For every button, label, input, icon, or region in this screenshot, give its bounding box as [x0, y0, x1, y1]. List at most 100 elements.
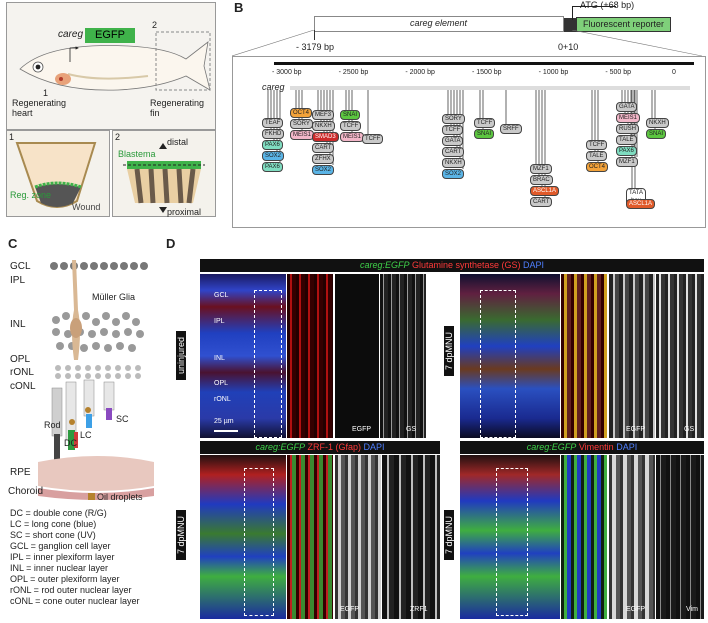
uninjured-merge	[200, 274, 286, 438]
tf-site: TCFF	[586, 140, 608, 150]
tf-site: NKXH	[442, 158, 465, 168]
legend-entry: SC = short cone (UV)	[10, 530, 96, 540]
zoom-lines	[232, 30, 703, 57]
tf-site: ASCL1A	[626, 199, 656, 209]
tf-site: CART	[442, 147, 465, 157]
title-bar-vim: careg:EGFP Vimentin DAPI	[460, 441, 704, 454]
marker-1: 1	[43, 88, 49, 98]
legend-entry: rONL = rod outer nuclear layer	[10, 585, 132, 595]
element-start-tick	[314, 30, 315, 40]
tf-site: MZF1	[530, 164, 552, 174]
zrf1-label: 7 dpMNU	[176, 509, 186, 560]
zrf1-roi	[244, 468, 274, 616]
tf-site: CART	[530, 197, 553, 207]
fin-inset-drawing	[123, 143, 205, 213]
uninjured-ronl: rONL	[214, 396, 231, 403]
title-zrf1-egfp: careg:EGFP	[255, 442, 305, 452]
tf-site: ASCL1A	[530, 186, 560, 196]
construct-gene: careg	[58, 29, 84, 40]
layer-gcl: GCL	[10, 261, 31, 272]
axis-tick-label: - 1000 bp	[538, 69, 569, 76]
vim-label: 7 dpMNU	[444, 509, 454, 560]
tf-site: SRFF	[500, 124, 522, 134]
careg-element-label: careg element	[410, 18, 468, 28]
reporter-box: Fluorescent reporter	[576, 17, 672, 32]
axis-tick-label: - 2000 bp	[405, 69, 435, 76]
tf-site: RUSH	[616, 124, 640, 134]
reg-zone: Reg. zone	[10, 190, 52, 200]
oil-label: Oil droplets	[97, 492, 143, 502]
uninjured-opl: OPL	[214, 380, 229, 387]
tf-site: OCT4	[290, 108, 313, 118]
uninjured-egfp	[335, 274, 379, 438]
axis-tick-label: - 500 bp	[605, 69, 632, 76]
end-bp: 0+10	[558, 42, 579, 52]
title-zrf1-dapi: DAPI	[363, 442, 385, 452]
axis-tick-label: - 2500 bp	[338, 69, 369, 76]
dpmnu-gs-merge	[460, 274, 560, 438]
axis-tick-label: - 3000 bp	[272, 69, 302, 76]
dpmnu-gs-ch-egfp: EGFP	[626, 426, 646, 433]
axis-tick-label: - 1500 bp	[472, 69, 502, 76]
legend-entry: GCL = ganglion cell layer	[10, 541, 111, 551]
label-fin: Regenerating fin	[150, 98, 205, 118]
tf-site: GATA	[442, 136, 464, 146]
scale-bar-label: 25 µm	[214, 418, 234, 425]
vim-merge	[460, 455, 560, 619]
marker-2: 2	[152, 20, 158, 30]
uninjured-ipl: IPL	[214, 318, 225, 325]
tf-site: MEF3	[312, 110, 335, 120]
title-bar-top: careg:EGFP Glutamine synthetase (GS) DAP…	[200, 259, 704, 272]
legend-entry: OPL = outer plexiform layer	[10, 574, 120, 584]
zrf1-merge	[200, 455, 286, 619]
oil-droplet-swatch	[88, 493, 95, 500]
tf-site: MEIS1	[290, 130, 315, 140]
tf-site: CART	[312, 143, 335, 153]
proximal: proximal	[167, 207, 202, 217]
zrf1-zrf1	[382, 455, 440, 619]
legend: DC = double cone (R/G)LC = long cone (bl…	[10, 508, 140, 607]
vim-egfp	[609, 455, 655, 619]
vim-vim	[656, 455, 704, 619]
title-egfp: careg:EGFP	[359, 260, 410, 270]
atg-label: ATG (+68 bp)	[580, 0, 635, 10]
layer-conl: cONL	[10, 381, 36, 392]
legend-entry: INL = inner nuclear layer	[10, 563, 108, 573]
panel-label-c: C	[8, 236, 18, 251]
tf-site: MZF1	[616, 157, 638, 167]
panel-label-b: B	[234, 0, 244, 15]
legend-entry: DC = double cone (R/G)	[10, 508, 107, 518]
zrf1-ch-egfp: EGFP	[340, 606, 360, 613]
legend-entry: IPL = inner plexiform layer	[10, 552, 115, 562]
uninjured-ch-gs: GS	[406, 426, 417, 433]
tf-site: ZFHX	[312, 154, 334, 164]
tf-site: SMAD3	[312, 132, 339, 142]
construct-egfp: EGFP	[85, 28, 135, 43]
tf-site: SORY	[290, 119, 313, 129]
uninjured-gs	[287, 274, 333, 438]
tf-site: NKXH	[646, 118, 669, 128]
vim-roi	[496, 468, 528, 616]
title-bar-zrf1: careg:EGFP ZRF-1 (Gfap) DAPI	[200, 441, 440, 454]
tf-site: TCFF	[474, 118, 496, 128]
start-bp: - 3179 bp	[296, 42, 335, 52]
vim-ch-egfp: EGFP	[626, 606, 646, 613]
tf-site: TALE	[616, 135, 637, 145]
layer-choroid: Choroid	[8, 486, 44, 497]
layer-inl: INL	[10, 319, 26, 330]
tf-site: PAX6	[616, 146, 637, 156]
tf-site: TCFF	[340, 121, 362, 131]
tf-site: SNAI	[340, 110, 361, 120]
atg-arrow-head	[572, 6, 616, 7]
tf-site: MEIS1	[340, 132, 365, 142]
uninjured-gs-grey	[380, 274, 426, 438]
tf-site: BRAC	[530, 175, 553, 185]
inset2-num: 2	[115, 132, 121, 142]
tf-site: TEAF	[262, 118, 284, 128]
tf-site: NKXH	[312, 121, 335, 131]
atg-arrow-line	[572, 6, 573, 20]
tf-site: FKHD	[262, 129, 285, 139]
zrf1-zoom	[287, 455, 333, 619]
title-vim: Vimentin	[578, 442, 614, 452]
axis-tick-label: 0	[672, 69, 676, 76]
